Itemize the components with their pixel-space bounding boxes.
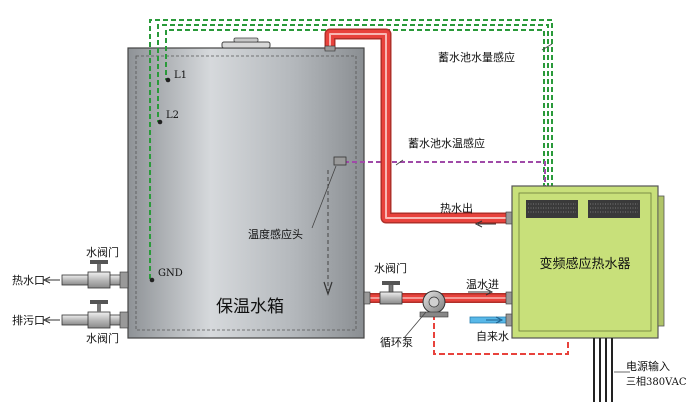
circulation-valve xyxy=(379,281,403,305)
temp-sensor-wiring xyxy=(344,161,546,188)
heater-vent-left xyxy=(526,200,578,218)
warm-in-arrow xyxy=(468,288,494,296)
warm-in-label: 温水进 xyxy=(466,278,499,291)
level-probes: L1 L2 GND xyxy=(149,70,187,283)
heater-vent-right xyxy=(588,200,640,218)
heater-unit: 变频感应热水器 xyxy=(511,185,665,339)
pump-label: 循环泵 xyxy=(380,336,413,349)
storage-tank: 保温水箱 xyxy=(127,37,365,339)
circulation-return-line xyxy=(433,314,569,355)
temp-probe-label: 温度感应头 xyxy=(248,227,303,241)
probe-gnd-label: GND xyxy=(158,268,183,279)
temp-probe-head xyxy=(333,156,347,166)
hot-out-label: 热水出 xyxy=(440,201,473,215)
hot-outlet-assembly xyxy=(42,260,129,289)
heater-label: 变频感应热水器 xyxy=(539,256,630,272)
valve-top-label: 水阀门 xyxy=(374,261,407,275)
valve-left-top-label: 水阀门 xyxy=(86,245,119,259)
power-cables xyxy=(593,338,613,402)
probe-l1-label: L1 xyxy=(174,70,187,81)
drain-label: 排污口 xyxy=(12,313,45,327)
circulation-pump xyxy=(419,290,449,318)
temp-sensor-label: 蓄水池水温感应 xyxy=(408,136,485,150)
tank-label: 保温水箱 xyxy=(216,297,284,317)
tap-water-inlet xyxy=(469,313,513,327)
level-sensor-label: 蓄水池水量感应 xyxy=(438,50,515,64)
valve-left-bottom-label: 水阀门 xyxy=(86,331,119,345)
probe-l2-label: L2 xyxy=(166,110,179,121)
hot-out-arrow xyxy=(474,220,496,228)
tap-water-label: 自来水 xyxy=(476,330,509,343)
power-spec-label: 三相380VAC xyxy=(626,375,687,388)
hot-water-pipe xyxy=(324,28,513,225)
dip-tube-arrow xyxy=(323,281,333,296)
power-in-label: 电源输入 xyxy=(626,359,670,373)
hot-outlet-label: 热水口 xyxy=(12,274,45,287)
drain-assembly xyxy=(42,300,129,329)
